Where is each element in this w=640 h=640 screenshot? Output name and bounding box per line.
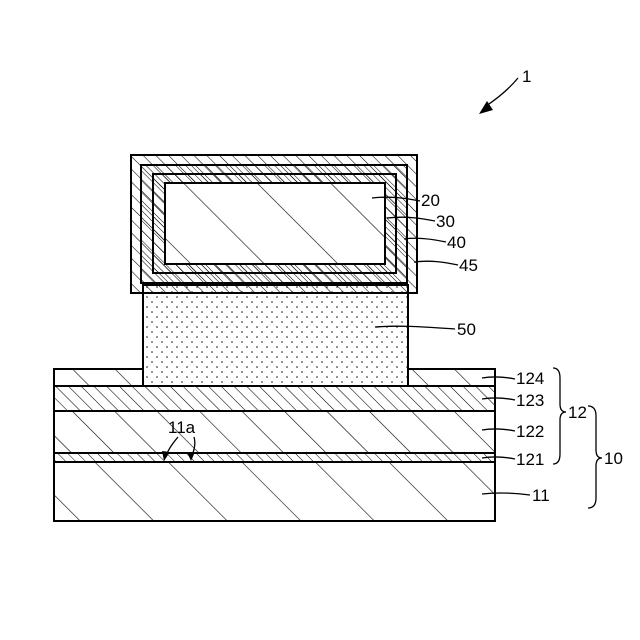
label-45: 45 [459,256,478,275]
layer-123 [54,386,495,411]
bracket-10 [588,406,602,508]
label-50: 50 [457,320,476,339]
bracket-12 [553,368,566,464]
layer-substrate-11 [54,462,495,521]
label-11a: 11a [168,418,196,437]
layer-122 [54,411,495,453]
label-10: 10 [604,449,623,468]
layer-50 [143,285,408,386]
device-pointer [479,78,518,114]
label-30: 30 [436,212,455,231]
label-122: 122 [516,422,544,441]
label-device-1: 1 [522,67,531,86]
leader-45 [414,261,458,265]
label-11: 11 [532,486,550,505]
layer-20 [165,183,385,264]
label-121: 121 [516,450,544,469]
label-124: 124 [516,369,544,388]
label-12: 12 [568,403,587,422]
layer-121 [54,453,495,462]
label-40: 40 [447,233,466,252]
label-20: 20 [421,191,440,210]
label-123: 123 [516,391,544,410]
